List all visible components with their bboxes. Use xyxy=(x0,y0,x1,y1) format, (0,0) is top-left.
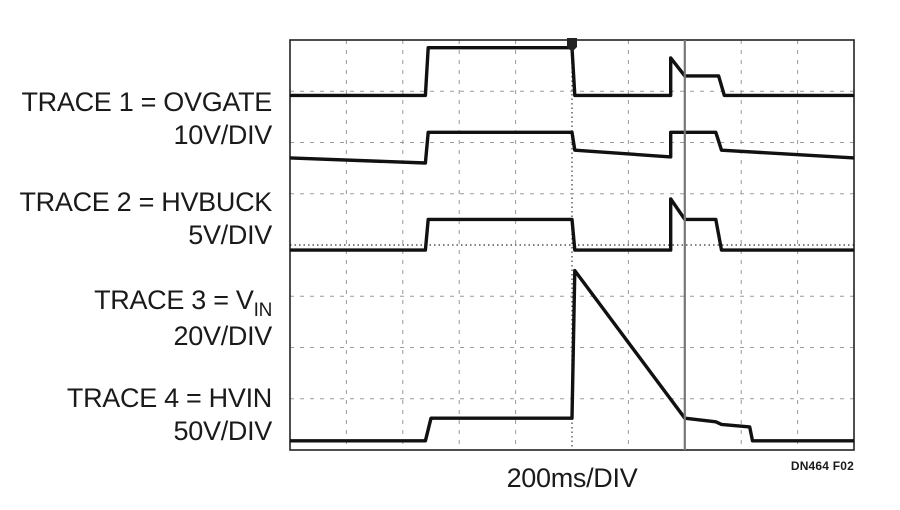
trace-4-label: TRACE 4 = HVIN xyxy=(66,383,272,413)
trace-group xyxy=(289,46,855,443)
trigger-marker xyxy=(567,38,577,52)
trace-4-legend: TRACE 4 = HVIN 50V/DIV xyxy=(67,382,272,448)
x-axis-label: 200ms/DIV xyxy=(506,463,638,493)
trace-1-legend: TRACE 1 = OVGATE 10V/DIV xyxy=(21,86,272,152)
trace-3-label-line: TRACE 3 = VIN xyxy=(94,284,273,321)
trace-1-scale: 10V/DIV xyxy=(173,120,273,150)
trace-3-scale: 20V/DIV xyxy=(173,321,273,351)
marker-group xyxy=(567,38,686,450)
trace-1-line xyxy=(290,46,854,98)
trace-3-label-subscript: IN xyxy=(253,300,273,321)
figure-id: DN464 F02 xyxy=(790,459,854,473)
trace-3-line xyxy=(290,197,854,252)
trace-3-label: TRACE 3 = V xyxy=(94,285,254,315)
trace-1-label: TRACE 1 = OVGATE xyxy=(21,87,272,117)
trace-4-scale: 50V/DIV xyxy=(173,416,273,446)
trace-2-line xyxy=(289,130,855,165)
trace-2-legend: TRACE 2 = HVBUCK 5V/DIV xyxy=(19,186,272,252)
trace-2-scale: 5V/DIV xyxy=(188,220,272,250)
trace-2-label: TRACE 2 = HVBUCK xyxy=(19,187,272,217)
trace-3-legend: TRACE 3 = VIN 20V/DIV xyxy=(94,284,272,353)
